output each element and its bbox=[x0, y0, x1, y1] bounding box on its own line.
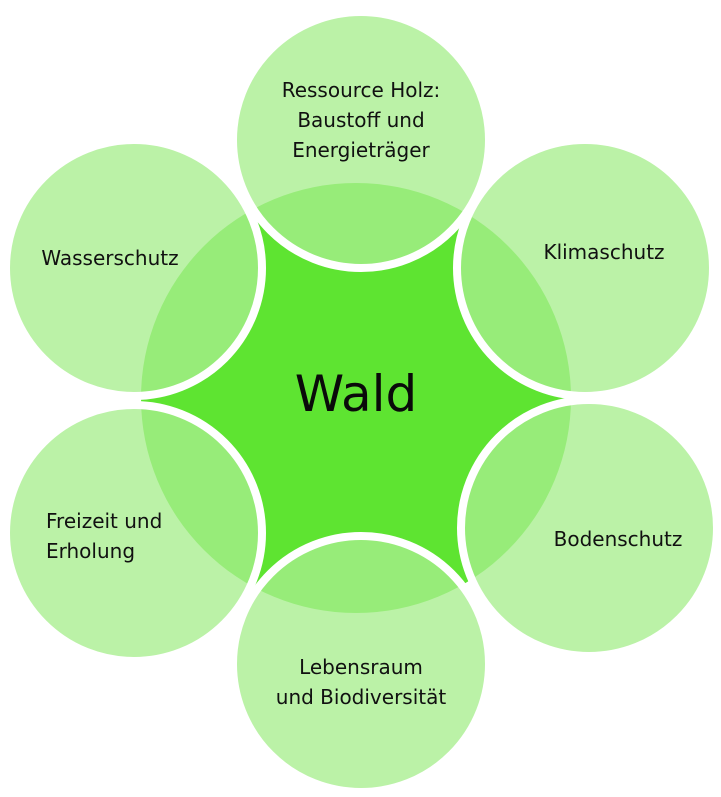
petal-label-freizeit: Freizeit und Erholung bbox=[46, 509, 163, 563]
petal-circle-holz bbox=[229, 8, 493, 272]
petal-label-holz: Ressource Holz: Baustoff und Energieträg… bbox=[281, 78, 441, 162]
petal-label-lebensraum: Lebensraum und Biodiversität bbox=[275, 655, 447, 709]
petal-circle-freizeit bbox=[2, 401, 266, 665]
petal-circle-klima bbox=[453, 136, 717, 400]
petal-label-wasser: Wasserschutz bbox=[41, 246, 179, 270]
petal-label-klima: Klimaschutz bbox=[543, 240, 665, 264]
petal-label-boden: Bodenschutz bbox=[553, 527, 683, 551]
petal-circle-lebensraum bbox=[229, 532, 493, 796]
petal-circle-wasser bbox=[2, 136, 266, 400]
petal-circle-boden bbox=[457, 396, 721, 660]
center-label: Wald bbox=[294, 365, 418, 423]
